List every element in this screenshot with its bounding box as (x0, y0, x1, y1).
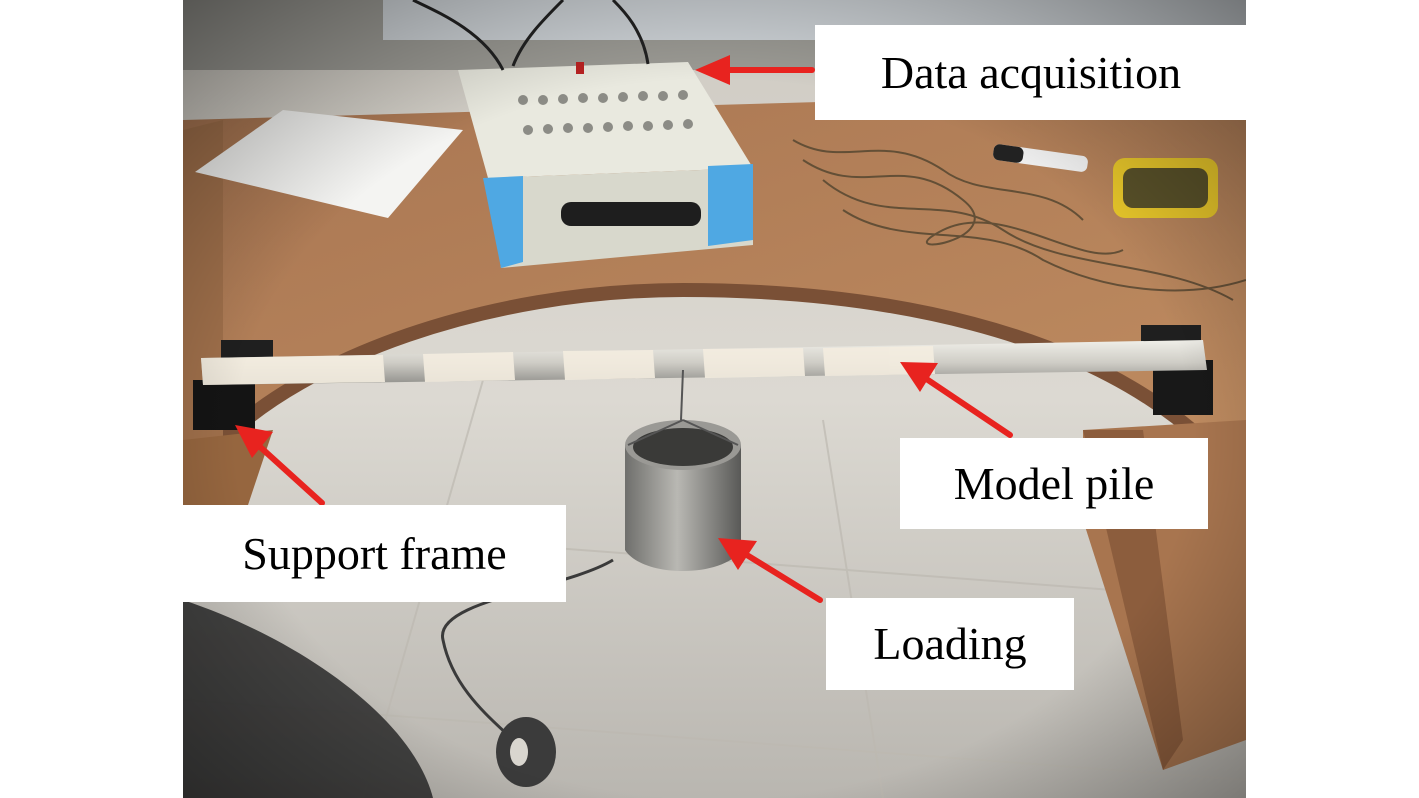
label-data-acquisition: Data acquisition (815, 25, 1247, 120)
label-support-frame: Support frame (183, 505, 566, 602)
label-loading: Loading (826, 598, 1074, 690)
label-model-pile: Model pile (900, 438, 1208, 529)
